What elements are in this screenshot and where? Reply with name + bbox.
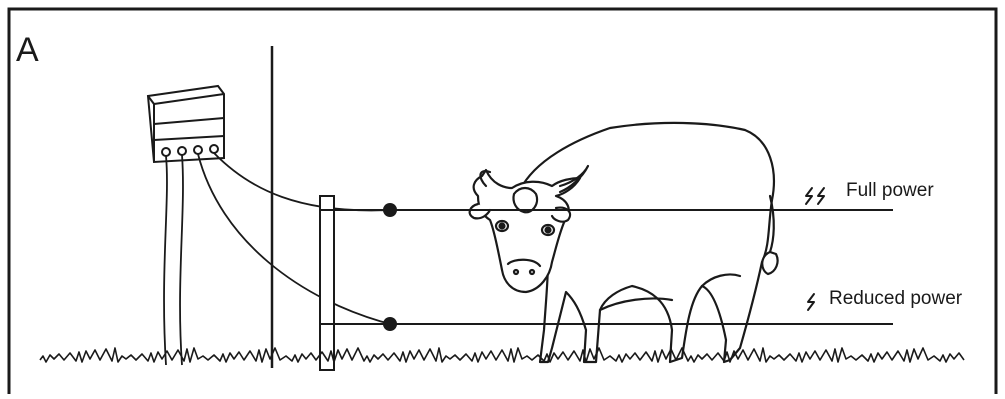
lower-wire-connector	[383, 317, 397, 331]
reduced-power-label-group: Reduced power	[807, 288, 963, 311]
grass-ground	[39, 347, 965, 363]
fence-wires	[320, 209, 893, 325]
full-power-label: Full power	[846, 180, 934, 201]
panel-letter: A	[16, 31, 39, 69]
fence-post	[319, 195, 335, 371]
upper-wire-connector	[383, 203, 397, 217]
reduced-power-label: Reduced power	[829, 288, 963, 309]
energizer-box	[146, 84, 225, 164]
double-lightning-bolt-icon	[805, 187, 825, 205]
full-power-label-group: Full power	[805, 180, 934, 205]
panel-frame	[7, 7, 998, 394]
lead-wires	[197, 152, 391, 325]
ground-leads	[163, 154, 184, 366]
cow-illustration	[468, 121, 779, 364]
single-lightning-bolt-icon	[807, 293, 815, 311]
